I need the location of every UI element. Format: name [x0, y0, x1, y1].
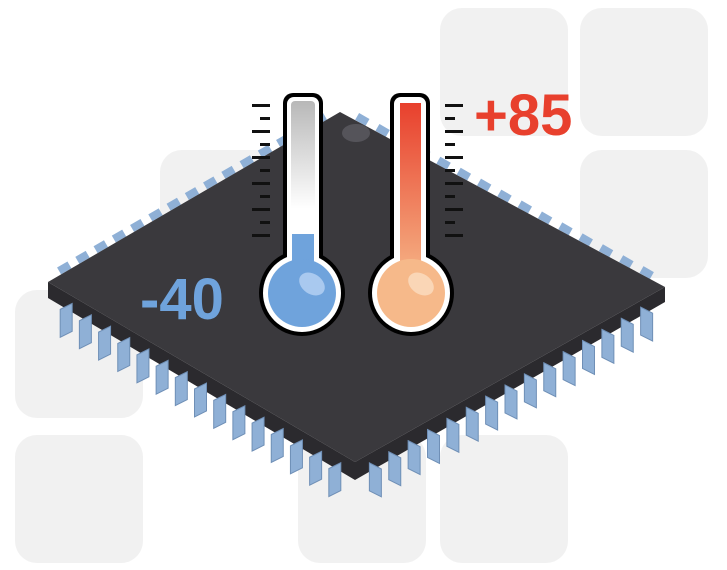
chip-pin: [517, 200, 533, 214]
scale-tick: [252, 182, 270, 185]
chip-pin: [407, 439, 421, 476]
chip-pin: [232, 404, 246, 441]
background-tile: [15, 435, 143, 563]
chip-pin: [239, 155, 254, 169]
chip-pin: [620, 317, 634, 354]
chip-pin: [598, 244, 614, 258]
chip-pin: [270, 427, 284, 464]
chip-pin: [640, 306, 654, 342]
chip-pin: [136, 348, 150, 384]
chip-pin: [59, 302, 73, 339]
chip-pin: [446, 417, 460, 454]
scale-tick: [260, 195, 270, 198]
background-tile: [440, 8, 568, 136]
chip-pin: [130, 218, 145, 232]
scale-tick: [445, 195, 455, 198]
chip-pin: [476, 178, 492, 192]
chip-pin: [213, 393, 227, 430]
chip-pin: [543, 361, 557, 398]
scale-tick: [445, 182, 463, 185]
chip-pin: [485, 395, 499, 431]
hot-thermometer: [368, 93, 454, 336]
chip-pin: [427, 428, 440, 465]
thermometer-scale-ticks: [252, 104, 463, 237]
chip-pin: [388, 450, 402, 487]
chip-pin: [619, 255, 634, 269]
chip-pin: [251, 416, 265, 452]
scale-tick: [260, 169, 270, 172]
scale-tick: [445, 234, 463, 237]
chip-pin: [465, 406, 479, 443]
chip-pin: [523, 373, 537, 409]
chip-pin: [456, 167, 472, 181]
cold-thermometer: [259, 93, 345, 336]
chip-pin: [639, 266, 654, 280]
chip-pin: [328, 461, 342, 498]
chip-pin: [309, 450, 323, 487]
chip-pin: [155, 359, 169, 396]
chip-pin: [203, 176, 218, 190]
chip-pin: [148, 208, 163, 222]
scale-tick: [445, 221, 455, 224]
chip-pin: [194, 382, 207, 418]
chip-pin: [375, 123, 390, 137]
chip-pin: [75, 250, 90, 264]
scale-tick: [252, 104, 270, 107]
scale-tick: [260, 143, 270, 146]
chip-pin: [368, 462, 382, 498]
background-tile: [440, 435, 568, 563]
background-tile: [580, 150, 708, 278]
min-temperature-label: -40: [140, 267, 224, 332]
chip-pin: [601, 328, 615, 365]
chip-pin: [582, 339, 595, 376]
scale-tick: [445, 130, 463, 133]
chip-pin: [78, 313, 92, 350]
scale-tick: [252, 208, 270, 211]
scale-tick: [252, 130, 270, 133]
chip-pin: [289, 439, 303, 475]
scale-tick: [252, 156, 270, 159]
scale-tick: [445, 104, 463, 107]
chip-pin: [98, 325, 112, 361]
chip-pin: [174, 370, 188, 407]
chip-pin: [257, 144, 273, 158]
chip-pin: [578, 233, 593, 247]
chip-pin: [436, 156, 451, 170]
chip-pin: [355, 113, 370, 126]
pin1-marker: [342, 124, 370, 142]
scale-tick: [445, 208, 463, 211]
chip-pin: [497, 189, 512, 203]
chip-pin: [93, 240, 108, 254]
scale-tick: [445, 169, 455, 172]
scale-tick: [260, 117, 270, 120]
scale-tick: [445, 117, 455, 120]
scale-tick: [260, 221, 270, 224]
background-tile: [580, 8, 708, 136]
chip-pin: [184, 187, 200, 200]
max-temperature-label: +85: [474, 83, 573, 148]
scale-tick: [445, 143, 455, 146]
chip-body: [48, 112, 665, 462]
chip-pin: [221, 165, 236, 179]
chip-pin: [117, 336, 131, 373]
chip-pin: [111, 229, 127, 243]
scale-tick: [445, 156, 463, 159]
chip-pin: [562, 350, 576, 387]
chip-pin: [537, 211, 553, 225]
chip-pin: [166, 197, 181, 211]
chip-pin: [504, 384, 518, 420]
chip-pin: [57, 261, 72, 275]
chip-pins-front: [59, 302, 654, 498]
chip-pin: [558, 222, 573, 236]
scale-tick: [252, 234, 270, 237]
